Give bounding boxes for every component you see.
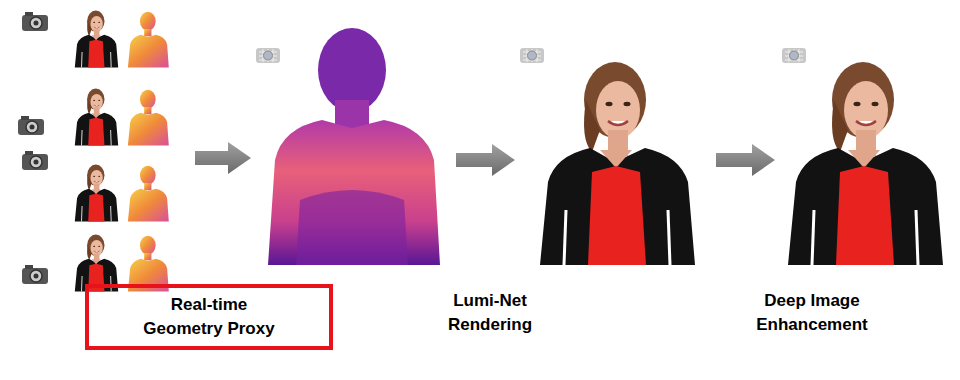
virtual-cameras-part — [520, 48, 544, 63]
input-color-thumbnails-part — [75, 235, 118, 292]
input-depth-thumbnails-part — [128, 166, 169, 222]
enhanced-render-image — [788, 62, 943, 265]
input-color-thumbnails-part — [75, 11, 118, 68]
stage-title: Real-time Geometry Proxy — [139, 293, 279, 341]
stage-title: Deep Image Enhancement — [747, 289, 877, 337]
virtual-cameras-part — [256, 48, 280, 63]
depth-proxy-image-part — [318, 28, 386, 112]
pipeline-arrows-part — [456, 144, 515, 176]
input-cameras-part — [18, 116, 44, 135]
input-depth-thumbnails-part — [128, 90, 169, 146]
virtual-cameras-part — [782, 48, 806, 63]
stage-title: Lumi-Net Rendering — [432, 289, 548, 337]
enhanced-render-image-part — [788, 62, 943, 265]
pipeline-arrows-part — [716, 144, 775, 176]
input-color-thumbnails-part — [75, 165, 118, 222]
input-depth-thumbnails — [128, 12, 169, 292]
highlight-box: Real-time Geometry Proxy — [85, 284, 333, 350]
lumi-net-render-image — [540, 62, 695, 265]
depth-proxy-image-part — [268, 120, 440, 265]
depth-proxy-image — [268, 28, 440, 265]
pipeline-arrows-part — [195, 142, 251, 174]
input-cameras — [18, 12, 48, 284]
input-cameras-part — [22, 12, 48, 31]
input-cameras-part — [22, 265, 48, 284]
depth-proxy-image-part — [296, 190, 408, 265]
input-cameras-part — [22, 151, 48, 170]
lumi-net-render-image-part — [540, 62, 695, 265]
input-depth-thumbnails-part — [128, 12, 169, 68]
input-color-thumbnails — [75, 11, 118, 292]
input-color-thumbnails-part — [75, 89, 118, 146]
